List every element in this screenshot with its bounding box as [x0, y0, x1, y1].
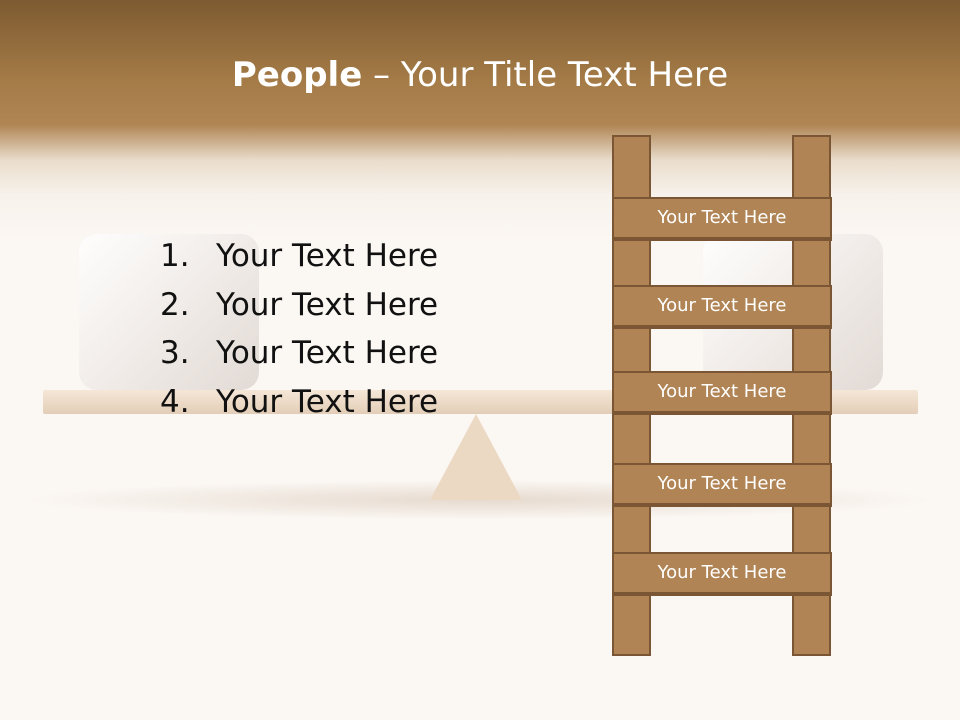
- numbered-list: 1. Your Text Here 2. Your Text Here 3. Your…: [160, 232, 438, 426]
- ladder-step-line: [612, 503, 832, 507]
- left-cube-image: [79, 234, 259, 390]
- slide-title: People – Your Title Text Here: [0, 54, 960, 96]
- ladder-rung-1: Your Text Here: [612, 197, 832, 239]
- list-text: Your Text Here: [216, 335, 439, 371]
- list-item: 1. Your Text Here: [160, 232, 438, 281]
- list-item: 4. Your Text Here: [160, 378, 438, 427]
- ladder-rung-4: Your Text Here: [612, 463, 832, 505]
- ladder-rung-2: Your Text Here: [612, 285, 832, 327]
- rung-label: Your Text Here: [657, 473, 787, 494]
- rung-label: Your Text Here: [657, 562, 787, 583]
- ladder-step-line: [612, 237, 832, 241]
- list-number: 4.: [160, 383, 190, 420]
- list-text: Your Text Here: [216, 383, 439, 420]
- list-number: 2.: [160, 286, 190, 323]
- rung-label: Your Text Here: [657, 381, 787, 402]
- list-text: Your Text Here: [216, 238, 439, 274]
- list-item: 2. Your Text Here: [160, 281, 438, 330]
- list-item: 3. Your Text Here: [160, 329, 438, 378]
- rung-label: Your Text Here: [657, 207, 787, 228]
- ladder-step-line: [612, 325, 832, 329]
- ladder-step-line: [612, 411, 832, 415]
- title-rest: – Your Title Text Here: [362, 55, 729, 95]
- ladder-rung-3: Your Text Here: [612, 371, 832, 413]
- title-bold: People: [231, 55, 363, 95]
- rung-label: Your Text Here: [657, 295, 787, 316]
- list-text: Your Text Here: [216, 286, 439, 323]
- list-number: 3.: [160, 335, 190, 371]
- ladder-step-line: [612, 592, 832, 596]
- ladder-rung-5: Your Text Here: [612, 552, 832, 594]
- seesaw-fulcrum: [430, 414, 522, 500]
- list-number: 1.: [160, 238, 190, 274]
